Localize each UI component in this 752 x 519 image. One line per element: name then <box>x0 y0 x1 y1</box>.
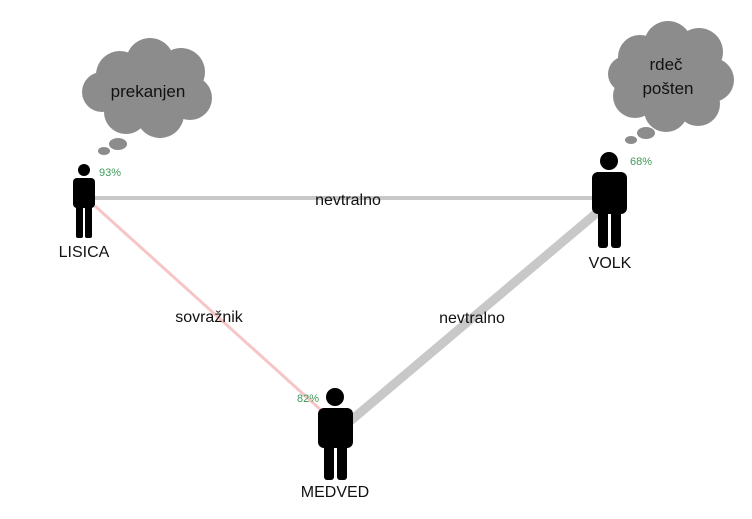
thought-text-volk-line2: pošten <box>642 79 693 98</box>
person-icon-lisica <box>73 164 95 238</box>
name-lisica: LISICA <box>59 244 110 261</box>
percent-medved: 82% <box>297 393 319 405</box>
edge-label-lisica-medved: sovražnik <box>175 309 244 326</box>
thought-cloud-volk <box>608 21 734 144</box>
thought-text-lisica: prekanjen <box>111 82 186 101</box>
edge-label-volk-medved: nevtralno <box>439 310 505 327</box>
name-volk: VOLK <box>589 255 632 272</box>
edge-volk-medved <box>339 196 615 432</box>
thought-text-volk-line1: rdeč <box>649 55 683 74</box>
person-icon-volk <box>592 152 627 248</box>
percent-lisica: 93% <box>99 167 121 179</box>
thought-cloud-lisica <box>82 38 212 155</box>
edge-lisica-medved <box>93 204 334 422</box>
percent-volk: 68% <box>630 156 652 168</box>
person-icon-medved <box>318 388 353 480</box>
name-medved: MEDVED <box>301 484 369 501</box>
edge-label-lisica-volk: nevtralno <box>315 192 381 209</box>
